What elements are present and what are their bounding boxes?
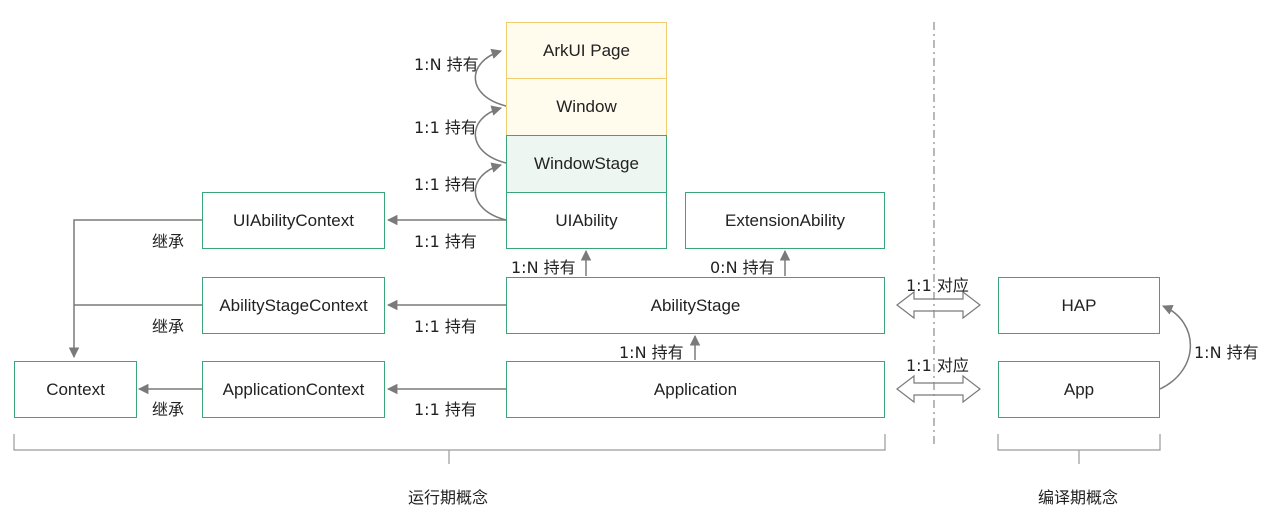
label-inherit-uiability: 继承 [152, 232, 185, 251]
abilitystagecontext-box: AbilityStageContext [202, 277, 385, 334]
context-box: Context [14, 361, 137, 418]
uiability-label: UIAbility [555, 210, 618, 230]
hap-box: HAP [998, 277, 1160, 334]
label-inherit-application: 继承 [152, 400, 185, 419]
uiability-box: UIAbility [506, 192, 667, 249]
arc-windowstage-uiability [474, 162, 507, 221]
label-stage-uiability: 1:N 持有 [511, 258, 576, 277]
abilitystagecontext-label: AbilityStageContext [219, 295, 368, 315]
double-arrow-app [896, 374, 981, 404]
applicationcontext-label: ApplicationContext [222, 379, 365, 399]
label-application-stage: 1:N 持有 [619, 343, 684, 362]
label-page-window: 1:N 持有 [414, 55, 479, 74]
arc-page-window [474, 48, 507, 107]
label-stage-extension: 0:N 持有 [710, 258, 775, 277]
brace-runtime [13, 434, 886, 464]
label-application-context: 1:1 持有 [414, 400, 477, 419]
arkui-page-box: ArkUI Page [506, 22, 667, 79]
context-label: Context [46, 379, 105, 399]
app-box: App [998, 361, 1160, 418]
applicationcontext-box: ApplicationContext [202, 361, 385, 418]
windowstage-label: WindowStage [534, 154, 639, 173]
extensionability-label: ExtensionAbility [724, 210, 845, 230]
abilitystage-box: AbilityStage [506, 277, 885, 334]
arc-window-windowstage [474, 105, 507, 164]
uiabilitycontext-box: UIAbilityContext [202, 192, 385, 249]
arkui-page-label: ArkUI Page [543, 40, 630, 60]
application-box: Application [506, 361, 885, 418]
label-uiability-context: 1:1 持有 [414, 232, 477, 251]
app-label: App [1063, 379, 1095, 399]
hap-label: HAP [1061, 295, 1097, 315]
brace-compile [997, 434, 1161, 464]
label-windowstage-uiability: 1:1 持有 [414, 175, 477, 194]
abilitystage-label: AbilityStage [650, 295, 741, 315]
window-label: Window [556, 97, 617, 116]
double-arrow-hap [896, 290, 981, 320]
arc-app-hap [1159, 304, 1192, 390]
label-window-windowstage: 1:1 持有 [414, 118, 477, 137]
label-stage-context: 1:1 持有 [414, 317, 477, 336]
section-compile-title: 编译期概念 [1038, 488, 1119, 507]
application-label: Application [653, 379, 738, 399]
label-app-map: 1:1 对应 [906, 356, 969, 375]
extensionability-box: ExtensionAbility [685, 192, 885, 249]
windowstage-box: WindowStage [506, 135, 667, 193]
uiabilitycontext-label: UIAbilityContext [233, 210, 354, 230]
label-app-hap: 1:N 持有 [1194, 343, 1259, 362]
label-hap-map: 1:1 对应 [906, 276, 969, 295]
section-runtime-title: 运行期概念 [408, 488, 489, 507]
inherit-line-uiability [68, 219, 202, 359]
label-inherit-stage: 继承 [152, 317, 185, 336]
window-box: Window [506, 78, 667, 136]
